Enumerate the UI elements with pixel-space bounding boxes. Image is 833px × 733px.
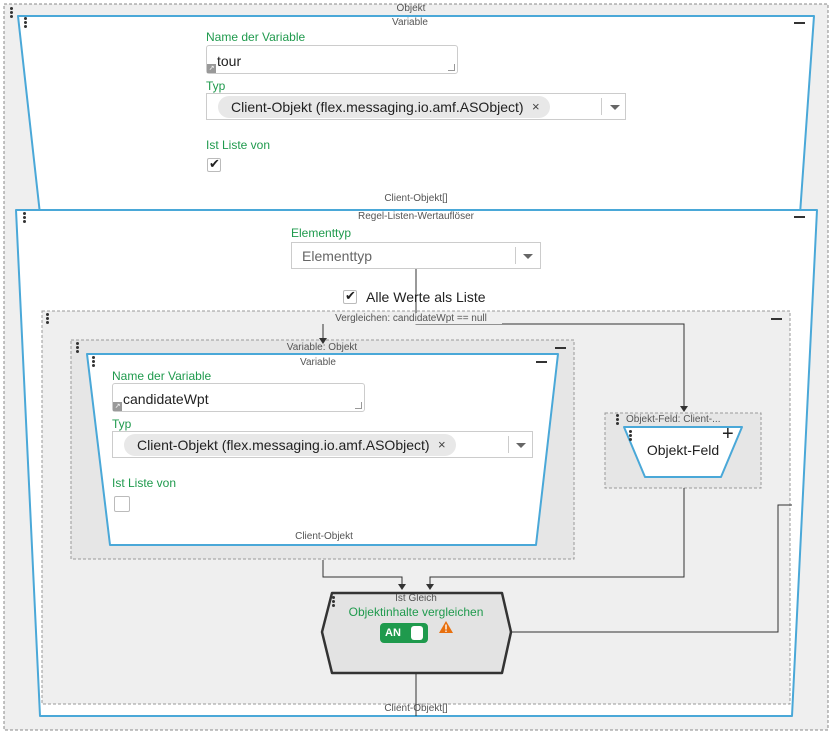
compare-menu-icon[interactable] [46,313,50,325]
variable-top-name-value: tour [217,53,242,69]
field-node-shape [623,426,743,478]
objekt-title: Objekt [396,3,426,14]
chevron-down-icon[interactable] [610,105,620,110]
external-link-icon: ↗ [113,402,122,411]
variable-top-title: Variable [392,17,428,28]
variable-top-type-value: Client-Objekt (flex.messaging.io.amf.ASO… [231,99,524,115]
variable-top-menu-icon[interactable] [24,17,28,29]
variable-inner-name-input[interactable]: candidateWpt ↗ [112,383,365,412]
compare-title: Vergleichen: candidateWpt == null [320,313,502,324]
variable-inner-name-label: Name der Variable [112,369,212,383]
variable-inner-name-value: candidateWpt [123,391,209,407]
connector-field-to-equals [429,488,685,586]
variable-inner-footer: Client-Objekt [295,531,353,542]
variable-inner-type-label: Typ [112,417,132,431]
chevron-down-icon[interactable] [523,254,533,259]
connector-compare-to-field [415,268,685,406]
external-link-icon: ↗ [207,64,216,73]
connector-equals-out [511,504,792,633]
variable-top-list-checkbox[interactable]: ✔ [207,156,221,172]
variable-inner-menu-icon[interactable] [92,356,96,368]
resolver-collapse-icon[interactable] [794,216,805,218]
variable-inner-list-label: Ist Liste von [112,476,177,490]
variable-object-collapse-icon[interactable] [555,347,566,349]
field-container-menu-icon[interactable] [616,414,620,426]
compare-collapse-icon[interactable] [771,318,782,320]
equals-title: Ist Gleich [395,593,437,604]
resolver-element-type-label: Elementtyp [291,226,352,240]
variable-inner-type-value: Client-Objekt (flex.messaging.io.amf.ASO… [137,437,430,453]
all-values-checkbox[interactable]: ✔ [343,288,357,304]
equals-menu-icon[interactable] [332,596,336,608]
variable-top-type-chip: Client-Objekt (flex.messaging.io.amf.ASO… [218,96,550,118]
check-icon: ✔ [209,156,220,171]
resolver-title: Regel-Listen-Wertauflöser [358,211,474,222]
variable-top-footer: Client-Objekt[] [384,193,448,204]
variable-top-type-label: Typ [206,79,226,93]
field-title: Objekt-Feld: Client-... [626,414,721,425]
variable-inner-collapse-icon[interactable] [536,361,547,363]
variable-inner-type-chip: Client-Objekt (flex.messaging.io.amf.ASO… [124,434,456,456]
equals-toggle-label: AN [385,627,401,639]
chip-remove-icon[interactable]: × [437,437,446,452]
resolver-menu-icon[interactable] [23,212,27,224]
resize-handle-icon[interactable] [448,64,455,71]
variable-top-name-input[interactable]: tour ↗ [206,45,458,74]
all-values-label: Alle Werte als Liste [366,289,486,305]
check-icon: ✔ [345,288,356,303]
chevron-down-icon[interactable] [516,443,526,448]
resize-handle-icon[interactable] [355,402,362,409]
variable-object-menu-icon[interactable] [76,342,80,354]
variable-top-list-label: Ist Liste von [206,138,271,152]
resolver-element-type-select[interactable]: Elementtyp [291,242,541,269]
variable-top-type-select[interactable]: Client-Objekt (flex.messaging.io.amf.ASO… [206,93,626,120]
toggle-knob [411,626,423,640]
field-node-menu-icon[interactable] [629,430,633,442]
variable-inner-title: Variable [300,357,336,368]
chip-remove-icon[interactable]: × [531,99,540,114]
equals-toggle[interactable]: AN [380,623,428,643]
variable-top-collapse-icon[interactable] [794,22,805,24]
variable-inner-list-checkbox[interactable] [114,496,130,512]
variable-object-title: Variable: Objekt [286,342,358,353]
objekt-footer: Client-Objekt[] [384,703,448,714]
equals-compare-label: Objektinhalte vergleichen [348,605,484,619]
objekt-menu-icon[interactable] [10,7,14,19]
plus-icon[interactable]: + [722,423,734,445]
variable-inner-type-select[interactable]: Client-Objekt (flex.messaging.io.amf.ASO… [112,431,533,458]
field-node-label: Objekt-Feld [646,442,720,458]
resolver-element-type-placeholder: Elementtyp [302,248,373,264]
variable-top-name-label: Name der Variable [206,30,306,44]
connector-variable-to-equals [322,560,403,586]
